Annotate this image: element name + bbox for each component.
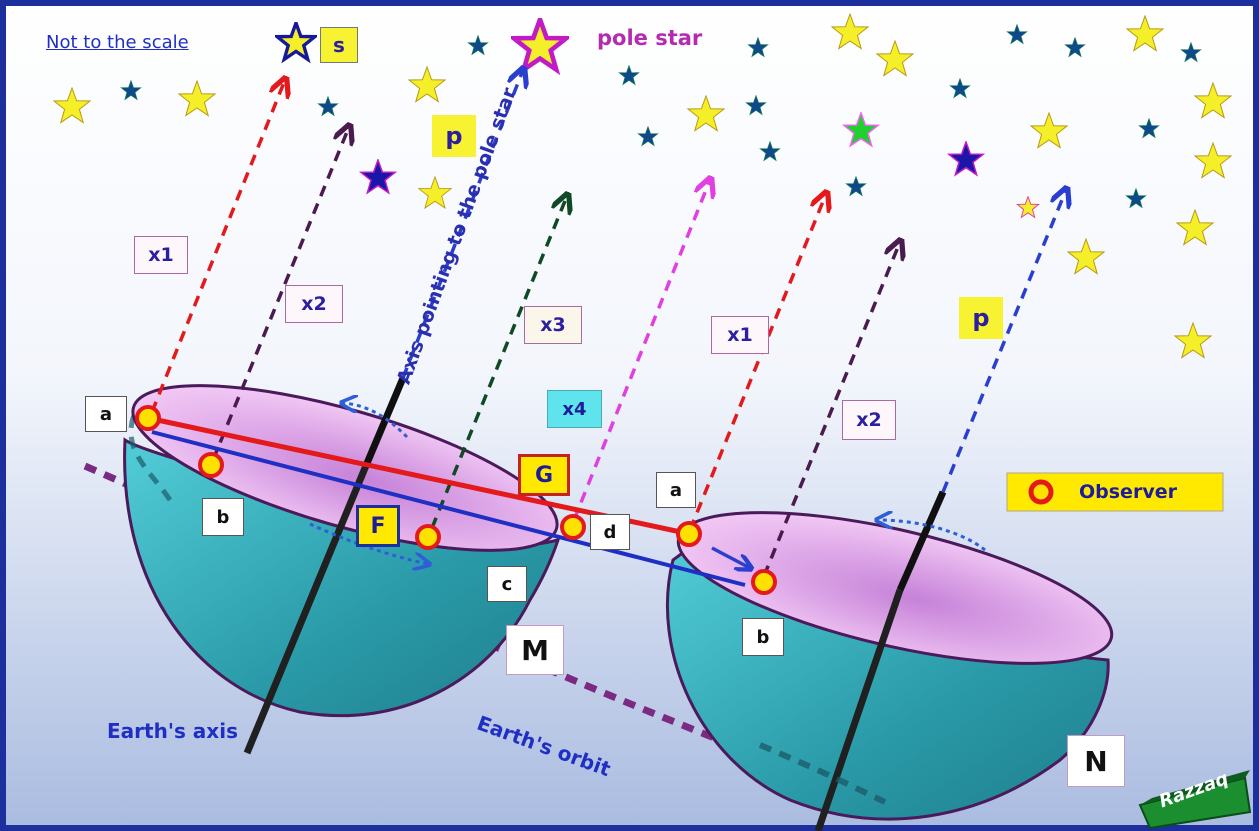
ray-axis-pole — [401, 70, 523, 379]
label-x2-left: x2 — [285, 285, 343, 323]
observer-d — [560, 514, 586, 540]
label-s: s — [320, 27, 358, 63]
label-b-right: b — [742, 618, 784, 656]
blue-line-b-to-b — [151, 430, 746, 587]
rotation-arrow-n — [878, 520, 986, 552]
label-x2-right: x2 — [842, 400, 896, 440]
orbit-behind-m — [128, 411, 173, 502]
motion-arrow-n — [711, 546, 750, 568]
legend-observer-text: Observer — [1079, 481, 1177, 503]
observer-a-n — [676, 521, 702, 547]
observers — [135, 405, 777, 595]
label-G: G — [518, 454, 570, 496]
earths-axis-m-upper — [361, 376, 407, 470]
label-F: F — [356, 505, 400, 547]
observer-legend-icon — [1028, 479, 1054, 505]
ray-x4 — [572, 180, 710, 521]
label-x3: x3 — [524, 306, 582, 344]
ray-x1-left — [150, 80, 285, 413]
ray-x1-right — [688, 194, 826, 531]
label-a-left: a — [85, 396, 127, 432]
label-p-left: p — [432, 115, 476, 157]
ray-x2-left — [211, 127, 349, 461]
label-c: c — [487, 566, 527, 602]
observer-a-m — [135, 405, 161, 431]
label-a-right: a — [656, 472, 696, 508]
not-to-scale-note: Not to the scale — [46, 32, 189, 53]
ray-x2-right — [762, 242, 900, 577]
orbit-front-n — [758, 742, 887, 805]
label-M: M — [506, 625, 564, 675]
observer-b-m — [198, 452, 224, 478]
label-p-right: p — [959, 297, 1003, 339]
rotation-arrow-m-top — [343, 403, 409, 439]
label-N: N — [1067, 735, 1125, 787]
label-d: d — [590, 514, 630, 550]
observer-b-n — [751, 569, 777, 595]
legend — [1006, 472, 1224, 512]
ray-p-right — [941, 190, 1066, 493]
star-rays — [150, 70, 1066, 577]
earths-axis-label: Earth's axis — [107, 719, 238, 743]
label-x4: x4 — [547, 390, 602, 428]
razzaq-logo — [1138, 770, 1252, 830]
label-x1-left: x1 — [134, 236, 188, 274]
ray-x3 — [430, 196, 567, 529]
label-x1-right: x1 — [711, 316, 769, 354]
logo-top-edge — [1140, 770, 1250, 805]
earths-axis-m-lower — [243, 466, 369, 755]
earths-axis-n-upper — [896, 490, 947, 592]
observer-c — [415, 524, 441, 550]
label-b-left: b — [202, 498, 244, 536]
pole-star-label: pole star — [597, 26, 703, 50]
earths-axis-n-lower — [814, 588, 904, 831]
